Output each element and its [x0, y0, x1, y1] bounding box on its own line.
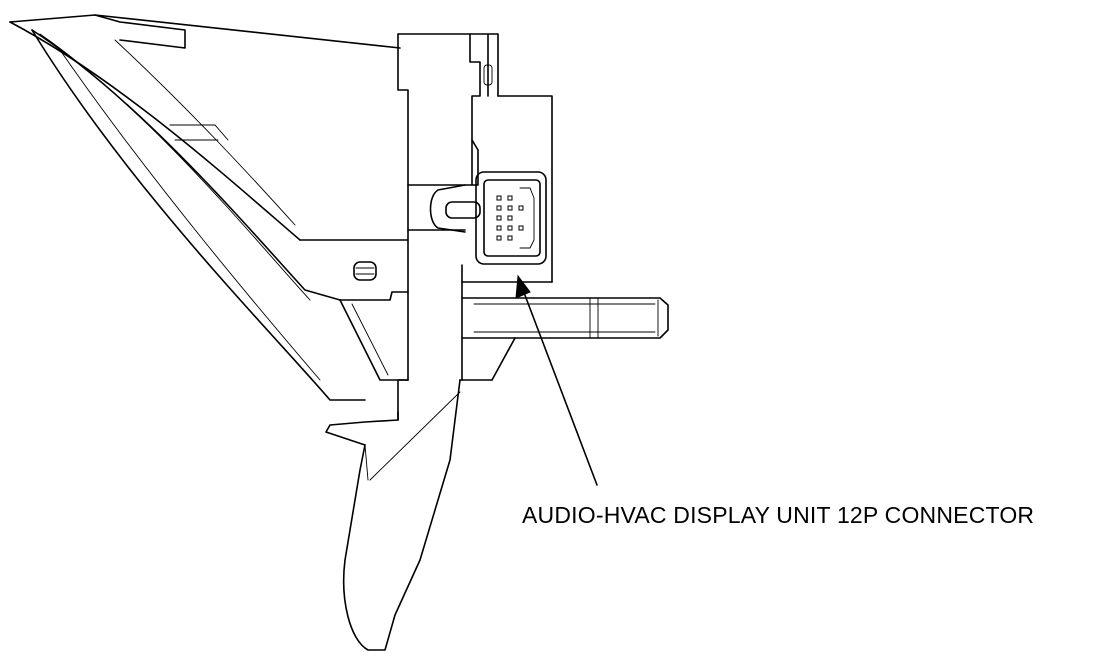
connector-callout-label: AUDIO-HVAC DISPLAY UNIT 12P CONNECTOR: [522, 502, 1035, 528]
bracket-bar: [461, 264, 669, 381]
mounting-tab: [429, 184, 481, 233]
trim-panel: [9, 14, 401, 401]
display-unit-12p-connector: [475, 171, 547, 265]
lower-stand: [325, 379, 493, 651]
connector-pins: [496, 195, 524, 241]
trim-pocket: [299, 239, 409, 381]
unit-body: [397, 33, 553, 381]
callout-leader: [515, 274, 598, 486]
